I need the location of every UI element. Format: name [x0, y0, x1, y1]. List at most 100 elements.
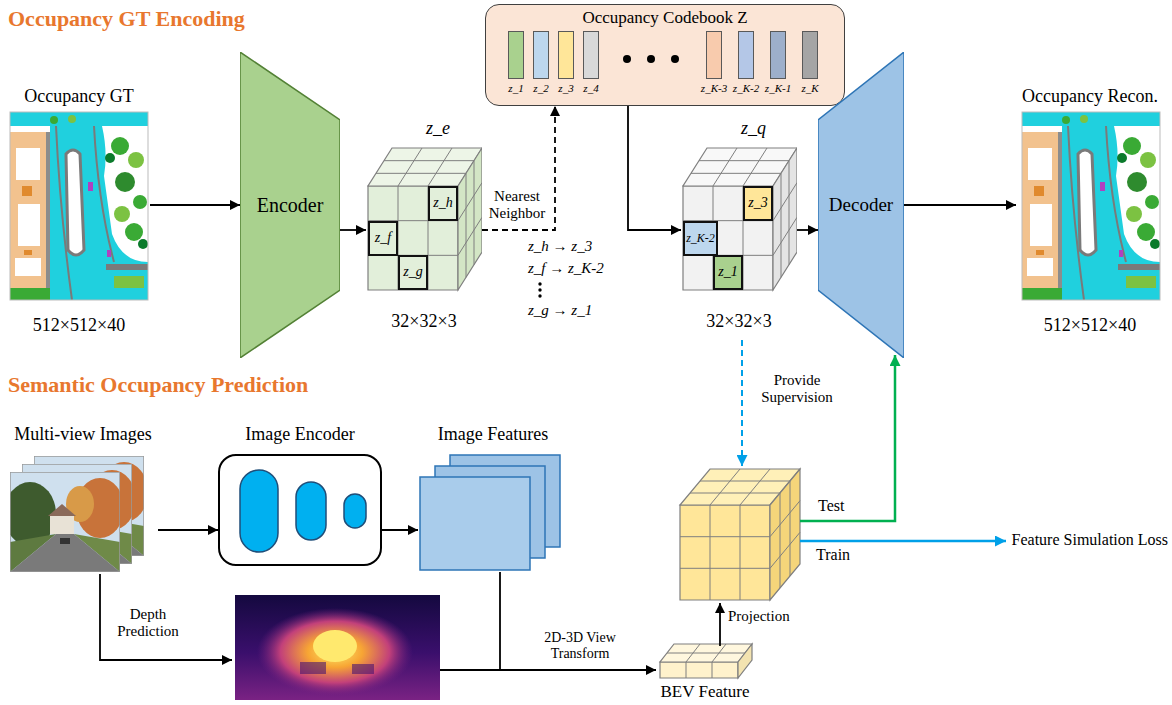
arrow-label: Depth Prediction	[108, 606, 188, 641]
codebook-vector-bar	[706, 31, 722, 79]
connector	[797, 229, 818, 231]
node-text: z_K-2	[733, 82, 759, 95]
quantized-cell: z_K-2	[683, 221, 718, 256]
node-text: Multi-view Images	[14, 424, 151, 445]
node-text: z_q	[741, 118, 766, 139]
codebook-vector: z_2	[525, 31, 557, 95]
arrow-label: 2D-3D View Transform	[530, 630, 630, 662]
node-text: z_2	[533, 82, 548, 95]
edge-label-slot: Nearest Neighbor	[484, 188, 550, 223]
cube-grid-line	[691, 173, 781, 174]
node-text: 512×512×40	[1044, 315, 1136, 336]
dot	[647, 55, 655, 63]
node-text: z_4	[583, 82, 598, 95]
label-slot: Train	[816, 546, 850, 564]
label-slot: Provide Supervision	[752, 372, 842, 407]
codebook-vector: z_K-1	[762, 31, 794, 95]
label-slot: Depth Prediction	[108, 606, 188, 641]
codebook-vector: z_4	[575, 31, 607, 95]
occupancy-gt-panel: Occupancy GT512×512×40	[8, 86, 150, 336]
codebook-vector-bar	[802, 31, 818, 79]
label-slot: z_f → z_K-2	[528, 260, 604, 277]
cube-grid-line	[428, 148, 452, 186]
bev-feature-panel: BEV Feature	[650, 638, 760, 702]
cube-grid-line	[699, 160, 789, 161]
codebook-vector-bar	[558, 31, 574, 79]
cube-grid-line	[398, 148, 422, 186]
label-slot: Test	[818, 497, 844, 515]
codebook-vector-bar	[508, 31, 524, 79]
node-text: z_K-2	[686, 232, 715, 246]
node-text: z_1	[718, 264, 737, 280]
occupancy-recon-panel: Occupancy Recon. 512×512×40	[1016, 86, 1164, 336]
dot	[671, 55, 679, 63]
codebook-vector: z_3	[550, 31, 582, 95]
node-text: 32×32×3	[706, 311, 771, 332]
encoder-frame	[218, 454, 382, 566]
cube-grid-line	[789, 161, 790, 265]
encoder-trapezoid: Encoder	[240, 52, 340, 358]
cube-face	[368, 186, 458, 290]
node-text: z_K-1	[765, 82, 791, 95]
label-slot: z_h → z_3	[528, 238, 592, 255]
cube-face	[773, 148, 797, 290]
cube-grid-line	[773, 217, 797, 255]
latent-cell: z_g	[398, 255, 428, 290]
node-text: z_3	[748, 195, 767, 211]
cube-grid-line	[376, 173, 466, 174]
node-text: z_e	[426, 118, 450, 139]
mapping-note: z_f → z_K-2	[528, 260, 604, 277]
node-text: Occupancy Recon.	[1022, 86, 1158, 107]
node-text: 32×32×3	[391, 311, 456, 332]
quantized-cell: z_1	[713, 255, 743, 290]
mapping-note: z_g → z_1	[528, 302, 592, 319]
dashed-connector	[482, 106, 555, 230]
cube-grid-line	[458, 217, 482, 255]
arrow-label: Projection	[728, 608, 790, 625]
codebook-vector: z_1	[500, 31, 532, 95]
label-slot: Occupancy GT Encoding	[8, 6, 245, 31]
node-text: Decoder	[829, 194, 893, 216]
mapping-note: z_h → z_3	[528, 238, 592, 255]
latent-cell: z_f	[368, 221, 398, 256]
cube-face	[458, 148, 482, 290]
cube-grid-line	[474, 161, 475, 265]
codebook-vector: z_K-2	[730, 31, 762, 95]
arrow-label: Train	[816, 546, 850, 564]
cube-grid-line	[458, 183, 482, 221]
node-text: z_K	[801, 82, 818, 95]
cube-grid-line	[713, 148, 737, 186]
node-text: 512×512×40	[33, 315, 125, 336]
edge-label: Nearest Neighbor	[484, 188, 550, 223]
node-text: Image Encoder	[245, 424, 354, 445]
label-slot: 2D-3D View Transform	[530, 630, 630, 662]
cube-grid-line	[743, 148, 767, 186]
latent-cube: z_e 32×32×3 z_h z_f z_g	[366, 118, 482, 332]
cube-grid-line	[384, 160, 474, 161]
latent-cell: z_h	[428, 186, 458, 221]
node-text: z_1	[508, 82, 523, 95]
node-text: z_h	[433, 195, 452, 211]
node-text: Occupancy Codebook Z	[582, 8, 747, 28]
connector	[158, 529, 218, 531]
section-heading: Occupancy GT Encoding	[8, 6, 245, 31]
cube-grid-line	[781, 173, 782, 277]
multi-view-images-panel: Multi-view Images	[8, 424, 158, 574]
decoder-trapezoid: Decoder	[818, 52, 904, 358]
section-heading: Semantic Occupancy Prediction	[8, 372, 308, 397]
label-slot: z_g → z_1	[528, 302, 592, 319]
connector	[340, 229, 366, 231]
label-slot: Semantic Occupancy Prediction	[8, 372, 308, 397]
cube-grid-line	[466, 173, 467, 277]
node-text: Encoder	[257, 194, 324, 217]
codebook-vector: z_K-3	[698, 31, 730, 95]
codebook-vector-bar	[738, 31, 754, 79]
cube-face	[683, 186, 773, 290]
arrow-label: Test	[818, 497, 844, 515]
cube-grid-line	[773, 183, 797, 221]
label-slot: Feature Simulation Loss	[1012, 531, 1168, 549]
image-encoder-box: Image Encoder	[218, 424, 382, 568]
node-text: z_g	[403, 264, 422, 280]
node-text: z_f	[375, 230, 391, 246]
